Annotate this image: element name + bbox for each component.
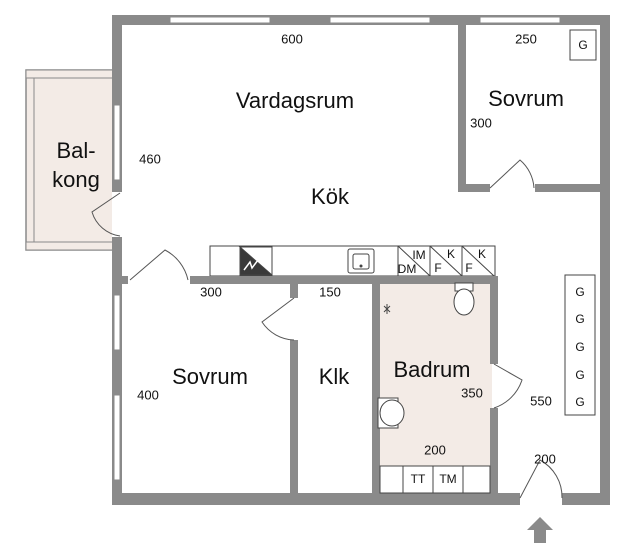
wall-closet-left-top xyxy=(290,276,298,298)
fixture-label-tt: TT xyxy=(411,472,426,486)
window-top-2 xyxy=(329,16,431,24)
balcony-top-rail xyxy=(25,69,121,79)
balcony-bottom-rail xyxy=(25,241,121,251)
wall-bedroom-top-bottom-b xyxy=(535,184,610,192)
fixture-label-g-1: G xyxy=(575,285,584,299)
fixture-label-f1: F xyxy=(434,261,441,275)
room-label-balkong-1: Bal- xyxy=(56,138,95,163)
fixture-label-f2: F xyxy=(465,261,472,275)
window-left-3 xyxy=(113,394,121,481)
appliance-diagonal-2 xyxy=(429,245,463,277)
room-label-sovrum-top: Sovrum xyxy=(488,86,564,111)
closet-door-swing xyxy=(261,297,295,341)
fixture-label-tm: TM xyxy=(439,472,456,486)
dim-klk-width: 150 xyxy=(319,284,341,299)
bathroom-floor xyxy=(377,282,492,467)
wall-bathroom-right-top xyxy=(490,276,498,364)
stove-burner-1 xyxy=(253,252,259,258)
sink-drain xyxy=(359,264,363,268)
fixture-label-g-4: G xyxy=(575,368,584,382)
dim-sovrum-top-width: 250 xyxy=(515,31,537,46)
dim-sovrum-top-height: 300 xyxy=(470,115,492,130)
fixture-label-im: IM xyxy=(412,248,425,262)
wall-bathroom-left xyxy=(372,276,380,498)
fixture-label-dm: DM xyxy=(398,262,417,276)
room-label-balkong-2: kong xyxy=(52,167,100,192)
fixture-label-g-top: G xyxy=(578,38,587,52)
wall-left xyxy=(112,15,122,505)
balcony-area xyxy=(25,69,121,251)
wall-bathroom-right-bottom xyxy=(490,408,498,498)
dim-sovrum-bottom-width: 300 xyxy=(200,284,222,299)
bedroom-bottom-door-swing xyxy=(129,249,189,281)
appliance-diagonal-3 xyxy=(461,245,495,277)
wall-bedroom-top-left xyxy=(458,15,466,192)
entrance-door-swing xyxy=(519,459,563,499)
dim-hall-height: 550 xyxy=(530,393,552,408)
bedroom-top-door-swing xyxy=(489,159,535,189)
room-label-badrum: Badrum xyxy=(393,357,470,382)
window-top-1 xyxy=(169,16,271,24)
balcony-door-swing xyxy=(91,192,121,237)
shower-icon xyxy=(383,304,391,314)
wall-bottom-left xyxy=(112,493,520,505)
entrance-arrow-icon xyxy=(527,517,553,543)
appliance-diagonal-1 xyxy=(397,245,431,277)
room-label-vardagsrum: Vardagsrum xyxy=(236,88,354,113)
fixture-label-g-2: G xyxy=(575,312,584,326)
room-label-klk: Klk xyxy=(319,364,351,389)
fixture-label-k1: K xyxy=(447,247,455,261)
bathroom-door-swing xyxy=(493,363,523,409)
wall-closet-left xyxy=(290,340,298,498)
fixture-label-g-5: G xyxy=(575,395,584,409)
stove-corner xyxy=(238,246,273,277)
fixture-label-k2: K xyxy=(478,247,486,261)
dim-hall-width: 200 xyxy=(534,451,556,466)
fixture-label-g-3: G xyxy=(575,340,584,354)
dim-vardagsrum-width: 600 xyxy=(281,31,303,46)
wall-bottom-right xyxy=(562,493,610,505)
wall-mid xyxy=(190,276,492,284)
bathroom-sink xyxy=(379,399,405,427)
stove-burner-2 xyxy=(261,259,267,265)
window-top-3 xyxy=(479,16,561,24)
room-label-kok: Kök xyxy=(311,184,350,209)
balcony-door-gap xyxy=(112,192,122,237)
window-left-1 xyxy=(113,104,121,181)
wardrobe-top xyxy=(569,29,597,61)
dim-badrum-height: 350 xyxy=(461,385,483,400)
dim-sovrum-bottom-height: 400 xyxy=(137,387,159,402)
dim-vardagsrum-height: 460 xyxy=(139,151,161,166)
wall-bedroom-top-bottom-a xyxy=(458,184,490,192)
wall-mid-left-stub xyxy=(112,276,128,284)
room-label-sovrum-bottom: Sovrum xyxy=(172,364,248,389)
stove-symbol xyxy=(243,259,259,271)
toilet-bowl xyxy=(453,288,475,316)
dim-badrum-width: 200 xyxy=(424,442,446,457)
wall-right xyxy=(600,15,610,505)
wardrobe-hall xyxy=(564,274,596,416)
laundry-counter xyxy=(379,465,491,494)
kitchen-sink-basin xyxy=(352,253,370,270)
window-left-2 xyxy=(113,294,121,351)
